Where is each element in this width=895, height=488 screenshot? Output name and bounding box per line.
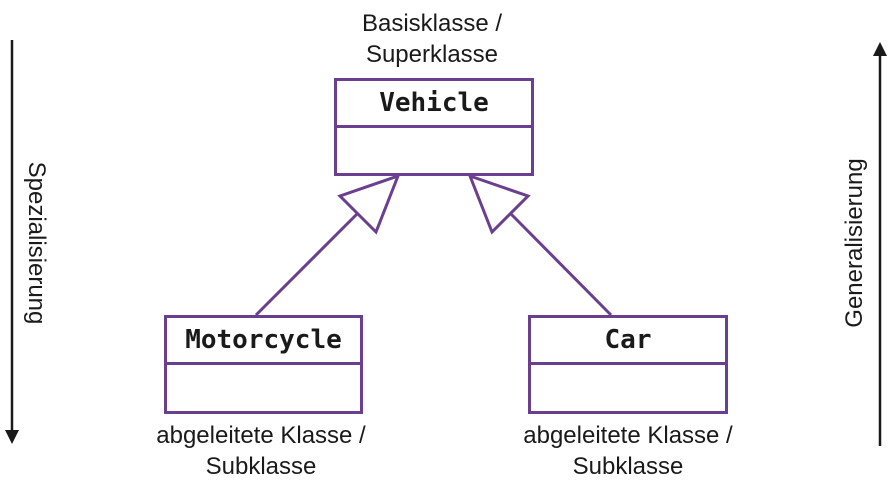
motorcycle-caption-line1: abgeleitete Klasse /	[156, 422, 366, 449]
base-class-caption: Basisklasse / Superklasse	[330, 8, 534, 70]
vehicle-class-name: Vehicle	[337, 81, 531, 128]
car-generalization-arrowhead	[467, 173, 531, 235]
motorcycle-class-box: Motorcycle	[164, 315, 363, 414]
generalization-label: Generalisierung	[841, 158, 868, 328]
car-class-box: Car	[528, 315, 728, 414]
motorcycle-class-attributes	[167, 365, 360, 409]
base-caption-line1: Basisklasse /	[361, 10, 503, 37]
car-inheritance-line	[509, 212, 613, 317]
specialization-arrowhead	[5, 430, 19, 444]
car-caption-line2: Subklasse	[572, 453, 684, 480]
motorcycle-caption: abgeleitete Klasse / Subklasse	[130, 420, 392, 482]
car-class-name: Car	[531, 318, 725, 365]
motorcycle-inheritance-line	[254, 212, 359, 317]
car-caption: abgeleitete Klasse / Subklasse	[497, 420, 759, 482]
motorcycle-generalization-arrowhead	[337, 173, 401, 235]
motorcycle-class-name: Motorcycle	[167, 318, 360, 365]
generalization-arrowhead	[873, 42, 887, 56]
specialization-label: Spezialisierung	[23, 161, 50, 325]
vehicle-class-box: Vehicle	[334, 78, 534, 176]
car-class-attributes	[531, 365, 725, 409]
motorcycle-caption-line2: Subklasse	[205, 453, 317, 480]
car-caption-line1: abgeleitete Klasse /	[523, 422, 733, 449]
base-caption-line2: Superklasse	[365, 41, 499, 68]
vehicle-class-attributes	[337, 128, 531, 172]
